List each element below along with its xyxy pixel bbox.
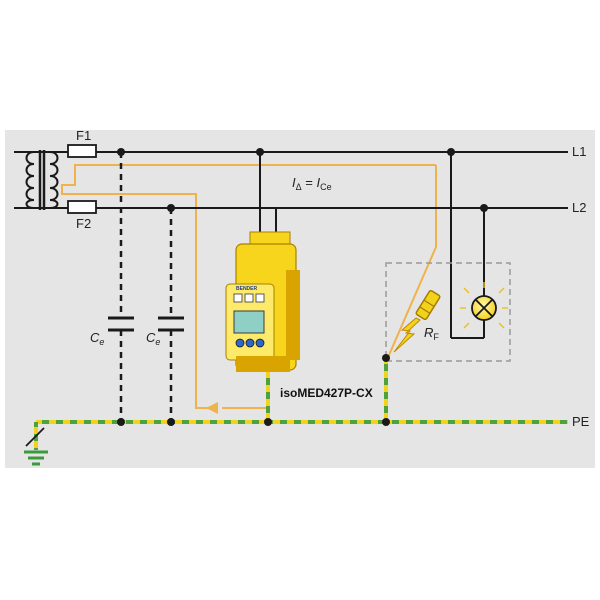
device-top-leds	[233, 293, 265, 303]
fault-arrow-head	[206, 402, 218, 414]
ground-icon	[24, 427, 48, 466]
isomed-device	[225, 231, 300, 372]
fuse-f1-label: F1	[76, 128, 91, 143]
current-equation: IΔ = ICe	[292, 175, 332, 192]
lamp-icon	[460, 282, 508, 329]
junction-dots	[117, 148, 488, 426]
supply-lines	[14, 151, 568, 209]
fuse-f1	[67, 144, 97, 158]
fault-resistance-label: RF	[424, 325, 439, 342]
fault-enclosure	[385, 262, 511, 362]
lightning-icon	[393, 317, 421, 353]
device-name-label: isoMED427P-CX	[280, 386, 373, 400]
fault-resistor	[393, 289, 441, 353]
fuse-f2-label: F2	[76, 216, 91, 231]
line-l1-label: L1	[572, 144, 586, 159]
device-buttons	[235, 338, 265, 348]
capacitance-branches	[108, 152, 184, 422]
device-brand-label: BENDER	[236, 286, 258, 292]
load-branch	[450, 152, 485, 339]
device-connections	[259, 152, 277, 232]
capacitance-2-label: Ce	[146, 330, 160, 347]
fuse-f2	[67, 200, 97, 214]
pe-label: PE	[572, 414, 590, 429]
capacitance-1-label: Ce	[90, 330, 104, 347]
line-l2-label: L2	[572, 200, 586, 215]
device-lcd	[233, 310, 265, 334]
